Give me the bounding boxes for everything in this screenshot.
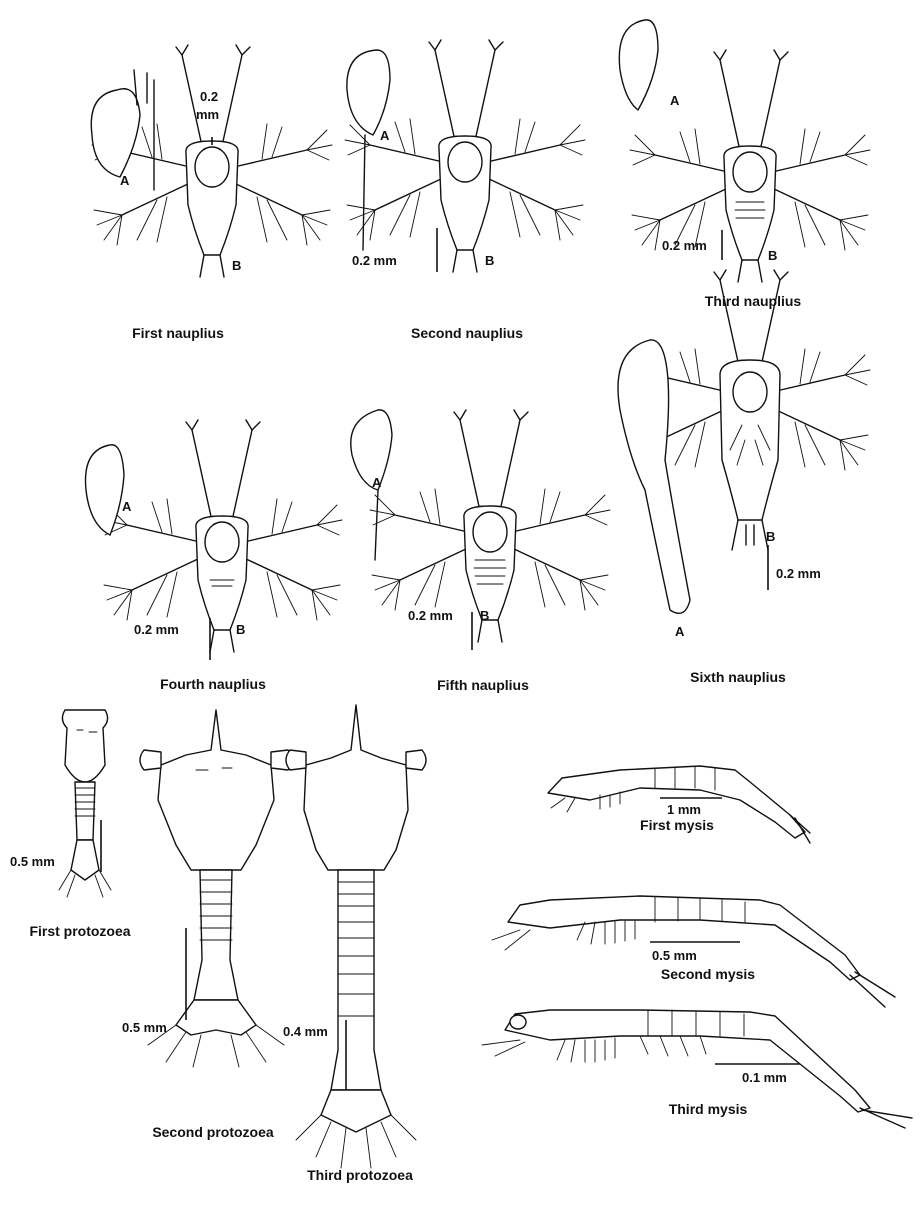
third-protozoea-caption: Third protozoea — [307, 1167, 413, 1183]
first-nauplius-mark-a: A — [120, 173, 130, 188]
fourth-nauplius-scale: 0.2 mm — [134, 622, 179, 637]
first-mysis-caption: First mysis — [640, 817, 714, 833]
second-mysis-scale: 0.5 mm — [652, 948, 697, 963]
first-protozoea-caption: First protozoea — [29, 923, 130, 939]
panel-sixth-nauplius: 0.2 mm A B Sixth nauplius — [618, 270, 870, 685]
fourth-nauplius-mark-b: B — [236, 622, 245, 637]
first-mysis-scale: 1 mm — [667, 802, 701, 817]
first-nauplius-caption: First nauplius — [132, 325, 224, 341]
second-protozoea-caption: Second protozoea — [152, 1124, 274, 1140]
sixth-nauplius-mark-a: A — [675, 624, 685, 639]
fourth-nauplius-caption: Fourth nauplius — [160, 676, 266, 692]
first-nauplius-scale: 0.2 — [200, 89, 218, 104]
second-nauplius-mark-a: A — [380, 128, 390, 143]
panel-third-mysis: 0.1 mm Third mysis — [482, 1010, 912, 1128]
second-nauplius-mark-b: B — [485, 253, 494, 268]
panel-fifth-nauplius: 0.2 mm A B Fifth nauplius — [351, 410, 610, 693]
fifth-nauplius-scale: 0.2 mm — [408, 608, 453, 623]
panel-first-nauplius: 0.2 mm A B First nauplius — [91, 45, 332, 341]
first-nauplius-mark-b: B — [232, 258, 241, 273]
panel-fourth-nauplius: 0.2 mm A B Fourth nauplius — [86, 420, 343, 692]
first-nauplius-scale-unit: mm — [196, 107, 219, 122]
second-mysis-caption: Second mysis — [661, 966, 755, 982]
first-protozoea-drawing — [59, 710, 111, 897]
panel-first-mysis: 1 mm First mysis — [548, 766, 810, 843]
first-protozoea-scale: 0.5 mm — [10, 854, 55, 869]
panel-third-protozoea: 0.4 mm Third protozoea — [283, 705, 426, 1183]
third-nauplius-mark-b: B — [768, 248, 777, 263]
second-protozoea-drawing — [140, 710, 292, 1067]
panel-first-protozoea: 0.5 mm First protozoea — [10, 710, 131, 939]
third-mysis-caption: Third mysis — [669, 1101, 748, 1117]
panel-second-protozoea: 0.5 mm Second protozoea — [122, 710, 292, 1140]
second-nauplius-caption: Second nauplius — [411, 325, 523, 341]
fifth-nauplius-caption: Fifth nauplius — [437, 677, 529, 693]
panel-second-nauplius: 0.2 mm A B Second nauplius — [345, 40, 585, 341]
fourth-nauplius-mark-a: A — [122, 499, 132, 514]
fourth-nauplius-drawing — [86, 420, 343, 652]
third-nauplius-mark-a: A — [670, 93, 680, 108]
third-nauplius-caption: Third nauplius — [705, 293, 802, 309]
fifth-nauplius-mark-b: B — [480, 608, 489, 623]
sixth-nauplius-mark-b: B — [766, 529, 775, 544]
second-nauplius-drawing — [345, 40, 585, 272]
second-protozoea-scale: 0.5 mm — [122, 1020, 167, 1035]
third-protozoea-scale: 0.4 mm — [283, 1024, 328, 1039]
third-nauplius-scale: 0.2 mm — [662, 238, 707, 253]
second-nauplius-scale: 0.2 mm — [352, 253, 397, 268]
third-mysis-scale: 0.1 mm — [742, 1070, 787, 1085]
third-protozoea-drawing — [286, 705, 426, 1168]
panel-third-nauplius: 0.2 mm A B Third nauplius — [619, 20, 870, 309]
sixth-nauplius-caption: Sixth nauplius — [690, 669, 786, 685]
first-nauplius-drawing — [91, 45, 332, 277]
panel-second-mysis: 0.5 mm Second mysis — [492, 896, 895, 1007]
sixth-nauplius-drawing — [618, 270, 870, 613]
sixth-nauplius-scale: 0.2 mm — [776, 566, 821, 581]
fifth-nauplius-mark-a: A — [372, 475, 382, 490]
third-nauplius-drawing — [619, 20, 870, 282]
